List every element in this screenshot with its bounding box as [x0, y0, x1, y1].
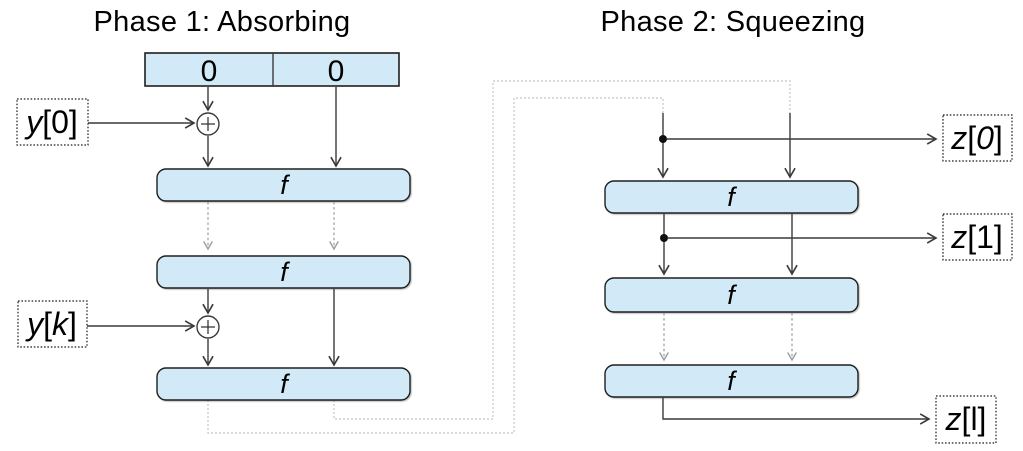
f-box-squeeze-1-label: f: [727, 182, 737, 212]
f-box-absorb-1-label: f: [280, 170, 290, 200]
output-z0-label: z[0]: [950, 120, 1003, 156]
f-box-squeeze-2: [604, 277, 859, 313]
phase2-squeezing: Phase 2: Squeezing z[0] f z[1] f f z[l]: [601, 6, 1013, 444]
f-box-absorb-2: [156, 255, 411, 289]
f-box-squeeze-3-label: f: [727, 366, 737, 396]
input-yk-box: [17, 300, 88, 348]
phase2-title: Phase 2: Squeezing: [601, 6, 866, 38]
f-box-absorb-3-label: f: [280, 369, 290, 399]
output-z0-box: [942, 114, 1013, 162]
input-yk-label: y[k]: [25, 306, 77, 342]
arrow-to-zl: [662, 397, 931, 425]
f-box-absorb-1: [156, 168, 411, 202]
input-y0-box: [16, 98, 89, 146]
phase1-title: Phase 1: Absorbing: [94, 6, 351, 38]
branch-dot: [660, 234, 668, 242]
f-box-absorb-3: [156, 367, 411, 401]
f-box-absorb-2-label: f: [280, 257, 290, 287]
branch-dot: [659, 135, 667, 143]
output-z1-label: z[1]: [950, 219, 1003, 255]
output-zl-label: z[l]: [945, 401, 987, 437]
state-cell-capacity-value: 0: [328, 55, 345, 88]
output-zl-box: [935, 395, 997, 444]
state-cell-rate-value: 0: [201, 55, 218, 88]
f-box-squeeze-3: [604, 364, 859, 398]
phase1-absorbing: Phase 1: Absorbing 0 0 y[0] f f: [16, 6, 411, 401]
f-box-squeeze-1: [604, 180, 859, 214]
connector-rate-line: [207, 97, 664, 434]
xor-icon: [196, 315, 220, 339]
input-y0-label: y[0]: [24, 104, 78, 140]
output-z1-box: [942, 213, 1013, 261]
f-box-squeeze-2-label: f: [727, 280, 737, 310]
initial-state-box: [144, 52, 400, 87]
xor-icon: [196, 112, 220, 136]
